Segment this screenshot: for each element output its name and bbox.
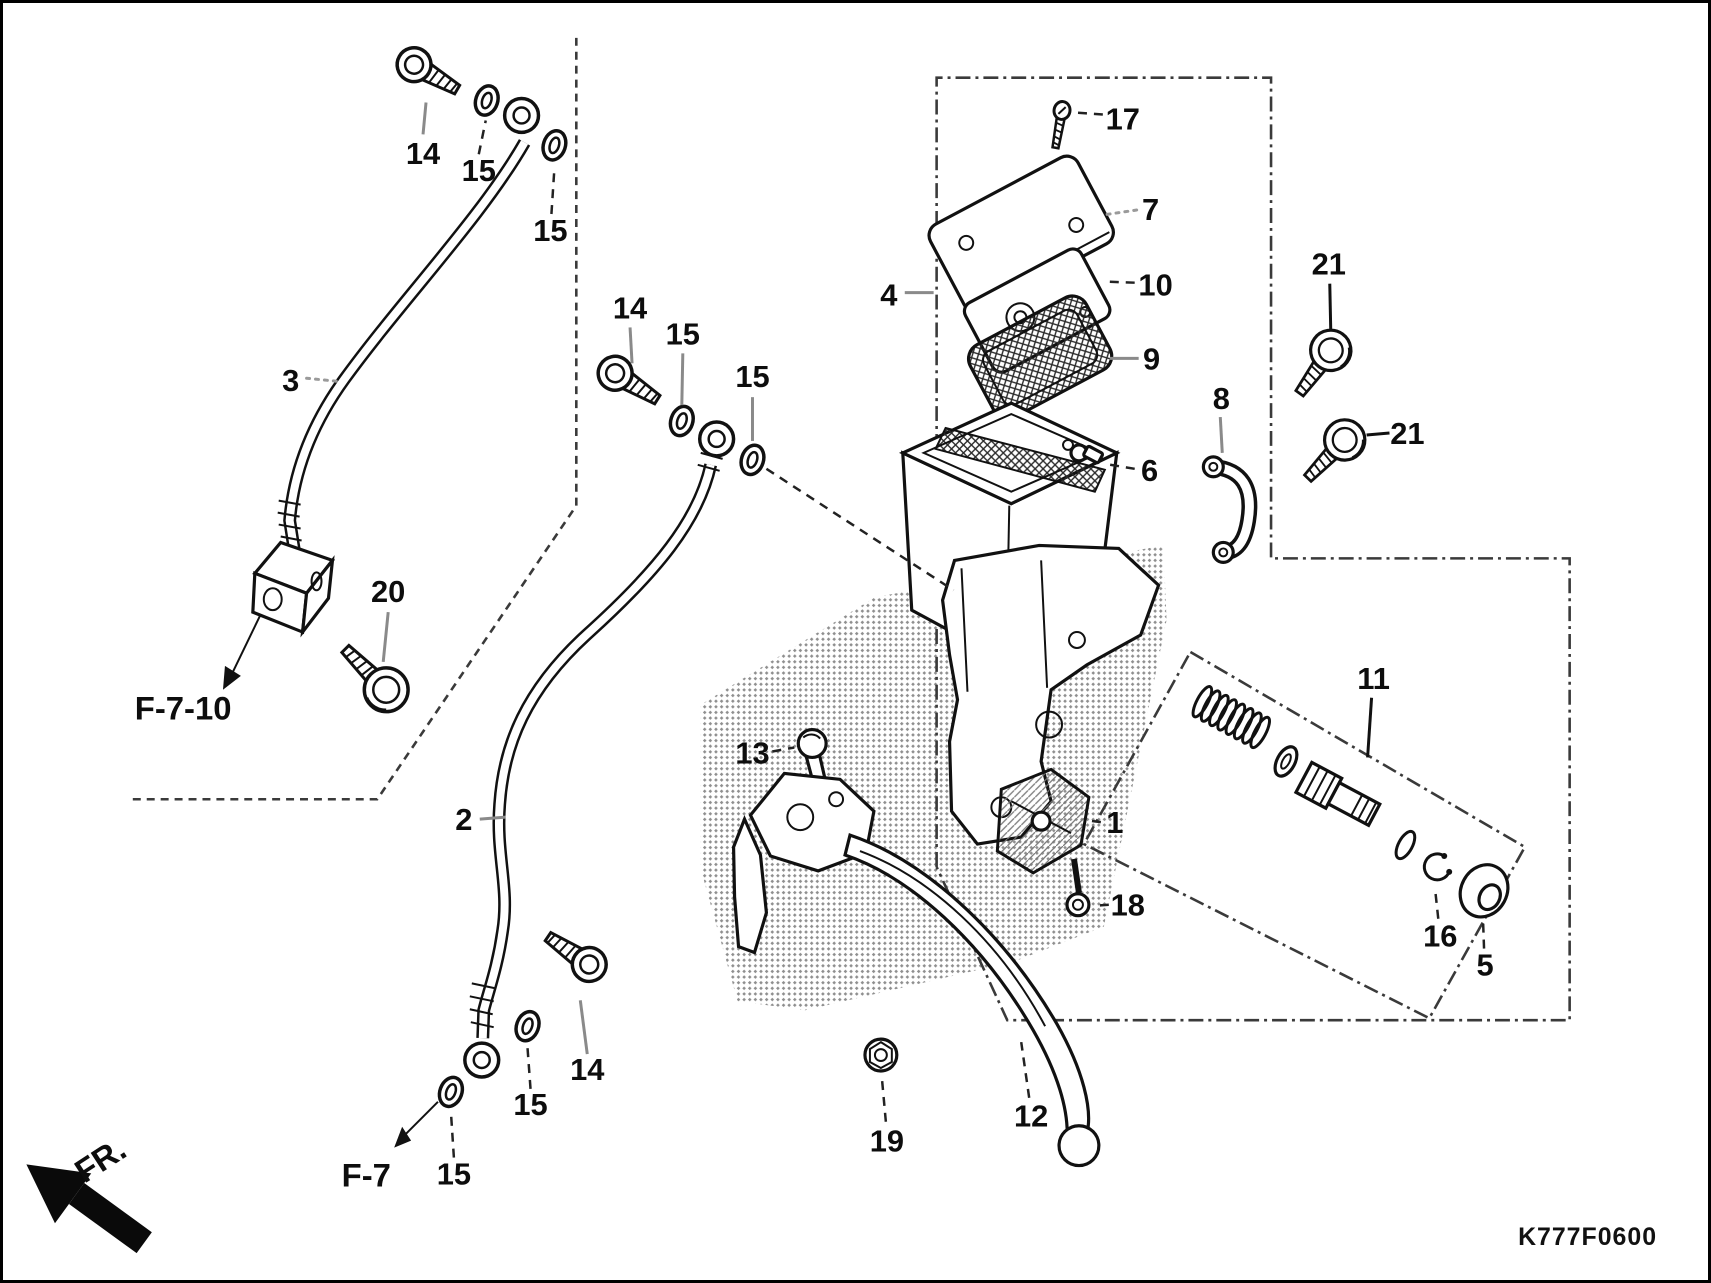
callout-14: 14 [406,136,440,171]
boot-5 [1458,863,1510,919]
callout-14: 14 [570,1052,604,1087]
banjo-bolt-14-mid [590,348,669,416]
ref-label-f7-10: F-7-10 [135,690,232,727]
clamp-8 [1201,455,1258,564]
ref-label-f7: F-7 [342,1156,391,1193]
piston-kit-11 [1191,685,1510,919]
o-ring [1394,829,1417,861]
snap-ring-16 [1422,852,1453,882]
callout-15: 15 [462,153,496,188]
sealing-washer-15 [469,81,504,120]
callout-15: 15 [533,213,567,248]
nut-19 [863,1037,899,1073]
junction-block-f710 [251,540,336,638]
region-border-piston-kit [1082,650,1527,1020]
sealing-washer-15 [510,1006,545,1046]
callout-7: 7 [1142,192,1159,227]
callout-5: 5 [1476,947,1493,982]
callout-3: 3 [282,363,299,398]
kit-washer [1273,745,1299,778]
spring [1191,685,1271,750]
fr-arrow-icon [26,1164,152,1254]
callout-20: 20 [371,574,405,609]
hose-eyelet [502,96,541,135]
callout-15: 15 [666,316,700,351]
diaphragm-9 [966,294,1114,421]
oil-bolt-20 [328,631,419,723]
hose-eyelet [697,420,736,458]
callout-21: 21 [1390,416,1424,451]
brake-lever-12 [843,833,1101,1168]
sealing-washer-15 [433,1072,469,1112]
callout-10: 10 [1138,268,1172,303]
callout-21: 21 [1312,247,1346,282]
callout-9: 9 [1143,341,1160,376]
flange-bolt-21-lower [1291,409,1375,494]
callout-17: 17 [1106,101,1140,136]
bolt-18 [1065,858,1091,918]
f7-arrow [394,1101,439,1148]
cover-1 [995,767,1091,875]
diagram-code: K777F0600 [1518,1223,1657,1251]
brake-hose-3 [277,139,531,554]
callout-16: 16 [1423,919,1457,954]
banjo-bolt-14-top [389,39,468,106]
callout-1: 1 [1106,805,1123,840]
callout-19: 19 [870,1124,904,1159]
callout-14: 14 [613,291,647,326]
callout-13: 13 [735,735,769,770]
lever-bracket [731,771,876,955]
hose-eyelet [463,1041,501,1079]
callout-15: 15 [735,359,769,394]
callout-15: 15 [437,1156,471,1191]
sealing-washer-15 [735,440,770,480]
sealing-washer-15 [665,401,699,441]
flange-bolt-21-upper [1281,320,1361,407]
callout-2: 2 [455,802,472,837]
callout-labels: 14 15 15 3 14 15 15 20 2 13 15 15 14 4 1… [282,101,1494,1191]
f710-arrow [222,613,262,690]
callout-12: 12 [1014,1099,1048,1134]
region-border-master-cylinder [935,76,1571,1022]
piston [1293,760,1382,828]
banjo-bolt-14-bottom [536,920,615,990]
exploded-parts-diagram: 14 15 15 3 14 15 15 20 2 13 15 15 14 4 1… [26,37,1657,1254]
callout-18: 18 [1111,888,1145,923]
callout-6: 6 [1141,453,1158,488]
joint-6 [1062,438,1105,465]
callout-4: 4 [880,278,897,313]
callout-15: 15 [513,1087,547,1122]
callout-8: 8 [1213,381,1230,416]
leader-lines [305,102,1486,1158]
cap-screw-17 [1046,98,1073,151]
callout-11: 11 [1357,661,1390,696]
region-border-front-hose [131,37,578,801]
sealing-washer-15 [537,126,572,165]
